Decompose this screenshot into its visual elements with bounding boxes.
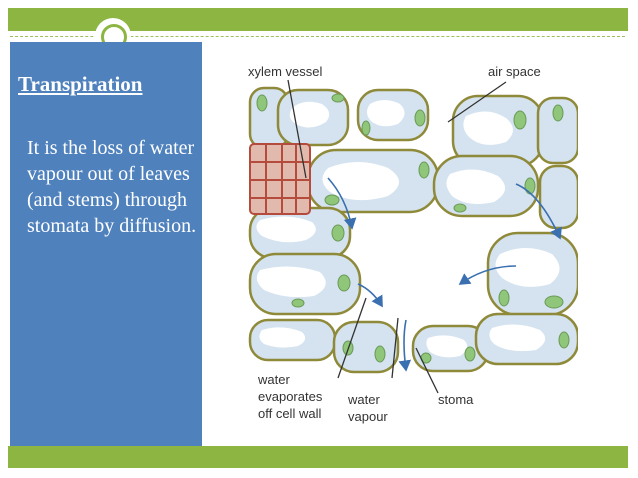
water-evaporates-label-line-3: off cell wall [258,406,321,421]
bottom-accent-band [8,446,628,468]
slide-body-text: It is the loss of water vapour out of le… [27,137,197,237]
cell-vacuoles [256,100,560,358]
dotted-divider [10,36,625,37]
leaf-cross-section-diagram: xylem vessel air space water evaporates … [248,58,578,436]
top-accent-band [8,8,628,31]
water-evaporates-label-line-1: water [257,372,290,387]
air-space-label: air space [488,64,541,79]
diffusion-arrows [327,177,562,372]
xylem-vessel-label: xylem vessel [248,64,323,79]
side-panel: Transpiration It is the loss of water va… [10,42,202,446]
xylem-vessel [249,143,311,215]
water-vapour-label-line-1: water [347,392,380,407]
water-evaporates-label-line-2: evaporates [258,389,323,404]
label-pointers [287,79,507,394]
slide-title: Transpiration [18,72,143,96]
stoma-label: stoma [438,392,474,407]
water-vapour-label-line-2: vapour [348,409,388,424]
